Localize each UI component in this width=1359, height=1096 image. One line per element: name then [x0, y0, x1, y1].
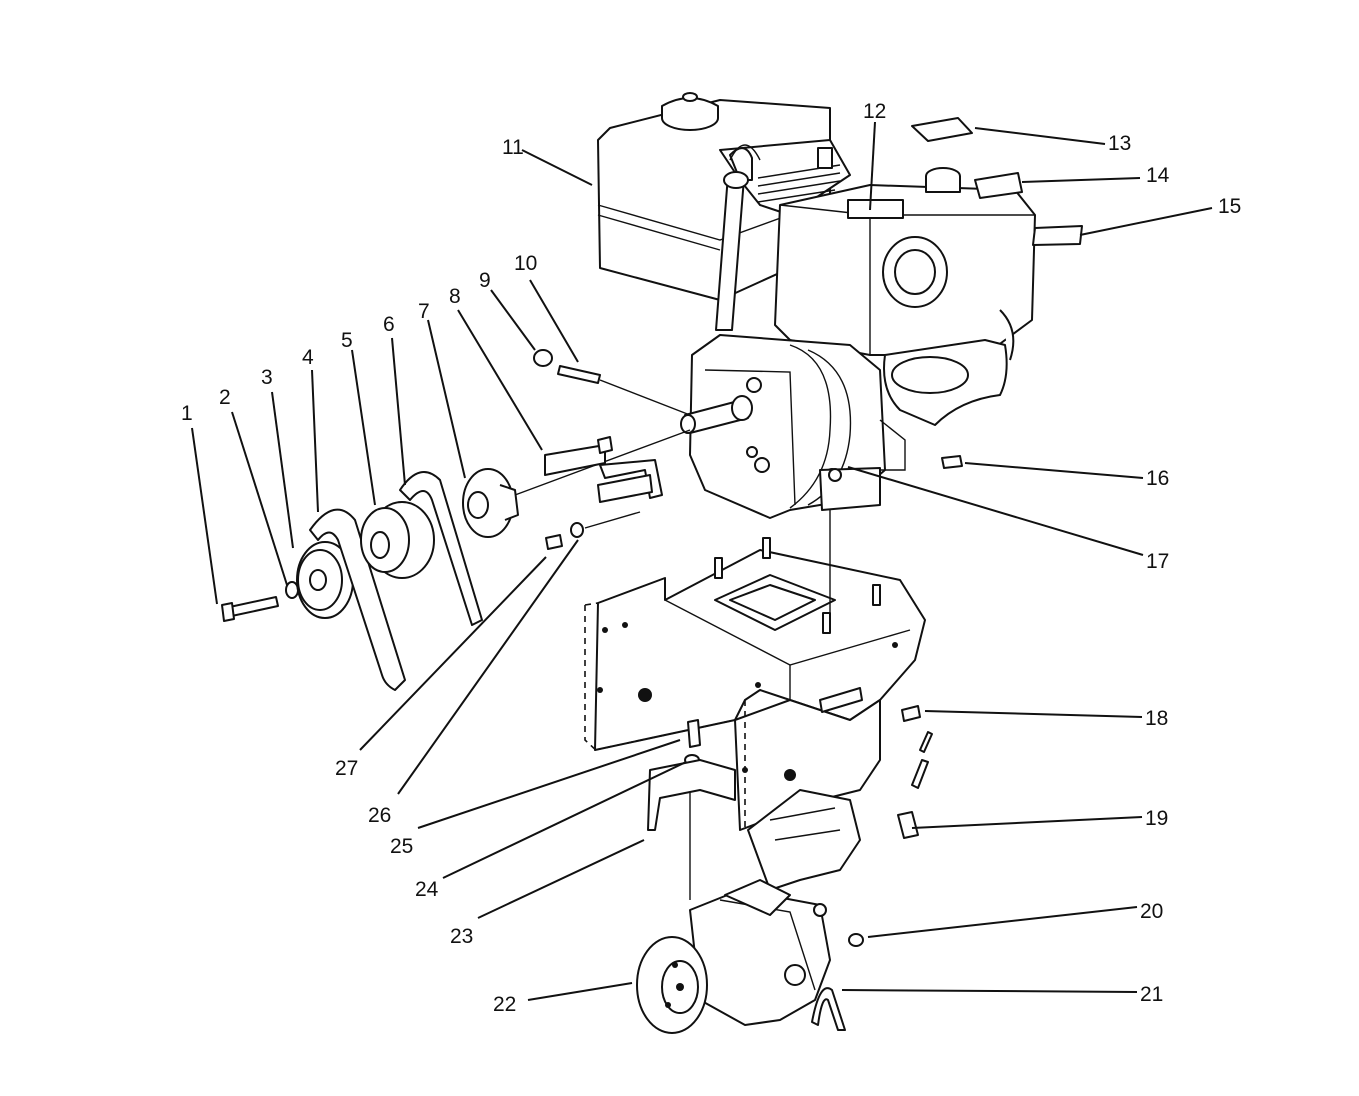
nut-9 [533, 349, 553, 367]
callout-1: 1 [181, 402, 193, 425]
nut-20 [848, 933, 864, 947]
frame [584, 510, 926, 831]
callout-27: 27 [335, 757, 358, 780]
washer-26 [570, 522, 584, 538]
callout-25: 25 [390, 835, 413, 858]
bolt-25 [687, 719, 701, 748]
callout-11: 11 [502, 136, 524, 159]
callout-26: 26 [368, 804, 391, 827]
callout-12: 12 [863, 100, 886, 123]
callout-10: 10 [514, 252, 537, 275]
callout-4: 4 [302, 346, 314, 369]
callout-6: 6 [383, 313, 395, 336]
bolt-18 [901, 705, 921, 722]
muffler [883, 309, 1015, 426]
decals [911, 117, 1083, 246]
engine-assembly [597, 92, 1036, 519]
clip-19 [897, 731, 933, 839]
pulley-7 [462, 468, 519, 538]
callout-22: 22 [493, 993, 516, 1016]
bolt-16 [941, 455, 963, 469]
callout-15: 15 [1218, 195, 1241, 218]
callout-23: 23 [450, 925, 473, 948]
belt-guide-8 [544, 436, 663, 503]
drive-pulleys [221, 349, 691, 691]
callout-18: 18 [1145, 707, 1168, 730]
v-belt-6 [399, 471, 483, 626]
callout-7: 7 [418, 300, 430, 323]
callout-21: 21 [1140, 983, 1163, 1006]
bolt-27 [545, 534, 563, 550]
callout-14: 14 [1146, 164, 1170, 187]
callout-5: 5 [341, 329, 353, 352]
hairpin-21 [811, 987, 846, 1031]
callout-24: 24 [415, 878, 439, 901]
callout-19: 19 [1145, 807, 1168, 830]
v-belt-4 [309, 508, 406, 691]
callout-13: 13 [1108, 132, 1131, 155]
callout-16: 16 [1146, 467, 1169, 490]
callout-9: 9 [479, 269, 491, 292]
pulley-5 [360, 501, 435, 579]
gearbox-assembly [636, 759, 861, 1034]
stud-10 [557, 365, 601, 384]
callout-2: 2 [219, 386, 231, 409]
bolt-1 [221, 596, 279, 622]
callout-labels: 1 2 3 4 5 6 7 8 9 10 11 12 13 14 15 16 1… [181, 100, 1241, 1016]
callout-8: 8 [449, 285, 461, 308]
leader-lines [191, 121, 1213, 1001]
callout-3: 3 [261, 366, 273, 389]
callout-17: 17 [1146, 550, 1169, 573]
pulley-3 [296, 541, 354, 619]
crankcase [680, 334, 906, 519]
callout-20: 20 [1140, 900, 1163, 923]
dipstick-tube [715, 144, 761, 331]
